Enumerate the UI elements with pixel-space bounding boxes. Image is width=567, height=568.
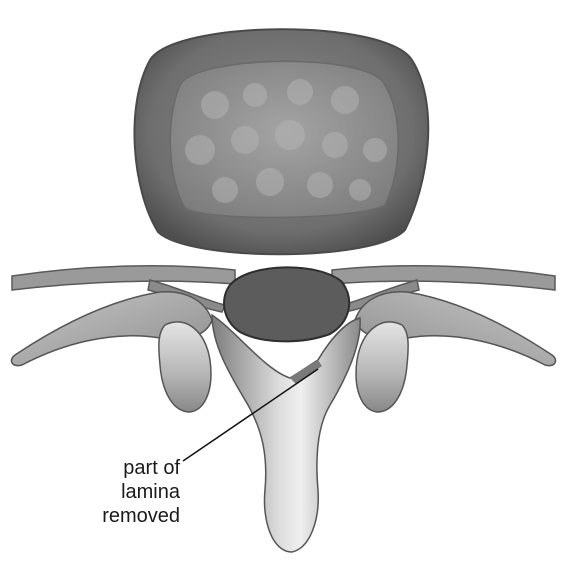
lamina-and-spinous-process	[212, 315, 360, 552]
callout-line-1: part of	[102, 456, 180, 480]
spinal-canal	[224, 267, 349, 341]
vertebral-disc	[134, 29, 428, 254]
left-facet	[159, 322, 211, 412]
callout-line-3: removed	[102, 504, 180, 528]
callout-line-2: lamina	[102, 480, 180, 504]
right-facet	[356, 322, 408, 412]
callout-label: part of lamina removed	[102, 456, 180, 528]
